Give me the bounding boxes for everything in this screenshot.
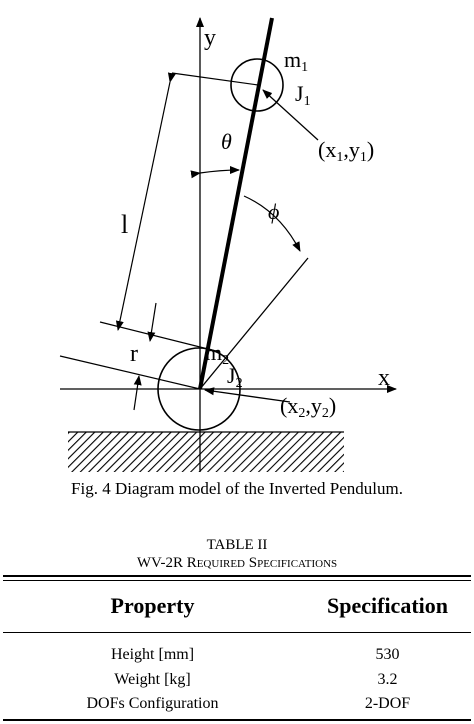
table-header-rule (3, 632, 471, 633)
label-radius: r (130, 341, 138, 367)
radius-ext-line (59, 355, 201, 390)
table-top-rule (3, 575, 471, 577)
label-theta: θ (221, 129, 232, 154)
phi-reference-line (199, 257, 309, 390)
table-bottom-rule (3, 719, 471, 721)
x-axis-label: x (378, 365, 390, 391)
pointer-x1y1 (262, 89, 319, 141)
radius-dim-bottom (133, 375, 142, 411)
table-cell-property: Height [mm] (110, 646, 195, 663)
table-cell-specification: 3.2 (377, 671, 398, 688)
ground-hatch (68, 432, 344, 472)
length-ext-top (171, 72, 259, 86)
figure-caption: Fig. 4 Diagram model of the Inverted Pen… (71, 479, 403, 498)
label-phi: ϕ (268, 199, 279, 224)
pointer-x2y2 (204, 387, 291, 403)
table-cell-specification: 530 (375, 646, 400, 663)
table-header-specification: Specification (327, 593, 448, 618)
wheel-circle (157, 347, 241, 431)
label-m2: m2 (205, 340, 229, 368)
y-axis-label: y (204, 25, 216, 51)
length-dimension (115, 72, 176, 331)
table-cell-property: Weight [kg] (114, 671, 191, 688)
table-header-property: Property (110, 593, 195, 618)
label-m1: m1 (284, 47, 308, 75)
table-title: WV-2R Required Specifications (136, 555, 338, 571)
phi-arc (243, 195, 301, 252)
table-label: TABLE II (206, 537, 268, 553)
table-top-rule-inner (3, 580, 471, 581)
mass-m1-circle (230, 58, 284, 112)
pendulum-diagram: y x m1 J1 (x1,y1) θ ϕ l m2 J2 r (x2,y2) (59, 17, 397, 472)
label-j1: J1 (295, 81, 311, 109)
pendulum-rod (198, 17, 274, 390)
radius-dim-top (147, 302, 157, 342)
label-j2: J2 (227, 363, 243, 391)
label-x2y2: (x2,y2) (280, 393, 336, 421)
table-cell-specification: 2-DOF (364, 695, 411, 712)
label-x1y1: (x1,y1) (318, 137, 374, 165)
label-length: l (121, 210, 128, 239)
table-cell-property: DOFs Configuration (86, 695, 219, 712)
theta-arc (190, 166, 240, 179)
